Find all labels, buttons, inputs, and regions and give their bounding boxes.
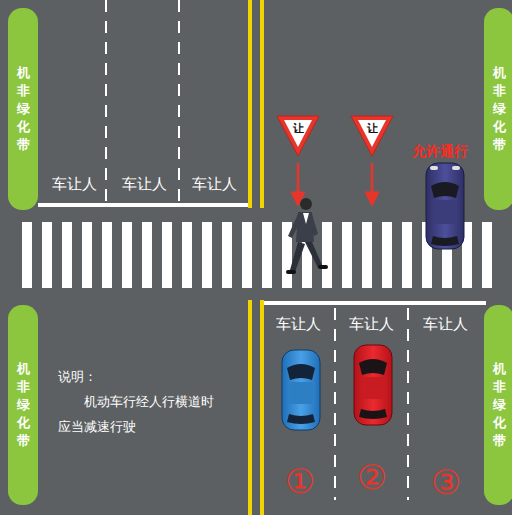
crosswalk-stripe	[142, 222, 152, 288]
crosswalk-stripe	[42, 222, 52, 288]
triangle-outline	[275, 114, 321, 158]
green-belt: 机非绿化带	[8, 305, 38, 505]
callout-number: ②	[357, 458, 387, 497]
crosswalk-stripe	[402, 222, 412, 288]
crosswalk	[22, 222, 492, 288]
permit-text: 允许通行	[412, 143, 468, 159]
lane-text: 车让人	[122, 176, 167, 193]
crosswalk-stripe	[222, 222, 232, 288]
yield-sign: 让	[349, 114, 395, 158]
note-heading: 说明：	[58, 370, 97, 385]
sign-text: 让	[275, 121, 321, 136]
sign-text: 让	[349, 121, 395, 136]
lane-text: 车让人	[52, 176, 97, 193]
callout-number: ①	[285, 462, 315, 501]
crosswalk-stripe	[202, 222, 212, 288]
crosswalk-stripe	[262, 222, 272, 288]
lane-text: 车让人	[349, 316, 394, 333]
crosswalk-stripe	[82, 222, 92, 288]
triangle-outline	[349, 114, 395, 158]
green-belt: 机非绿化带	[8, 8, 38, 210]
crosswalk-stripe	[482, 222, 492, 288]
pedestrian	[286, 198, 328, 274]
lane-dashes	[106, 0, 408, 500]
crosswalk-stripe	[242, 222, 252, 288]
green-belt: 机非绿化带	[484, 8, 512, 210]
yield-sign: 让	[275, 114, 321, 158]
green-belt: 机非绿化带	[484, 305, 512, 505]
belt-label: 机非绿化带	[493, 64, 506, 154]
red-car	[354, 345, 392, 425]
crosswalk-stripe	[182, 222, 192, 288]
crosswalk-stripe	[162, 222, 172, 288]
crosswalk-stripe	[382, 222, 392, 288]
crosswalk-stripe	[102, 222, 112, 288]
lane-text: 车让人	[423, 316, 468, 333]
crosswalk-stripe	[362, 222, 372, 288]
blue-car	[282, 350, 320, 430]
belt-label: 机非绿化带	[17, 64, 30, 154]
lane-text: 车让人	[276, 316, 321, 333]
stop-lines	[38, 203, 486, 305]
callout-number: ③	[431, 463, 461, 502]
belt-label: 机非绿化带	[493, 360, 506, 450]
crosswalk-stripe	[22, 222, 32, 288]
lane-text: 车让人	[192, 176, 237, 193]
note-text: 应当减速行驶	[58, 420, 136, 435]
crosswalk-stripe	[342, 222, 352, 288]
belt-label: 机非绿化带	[17, 360, 30, 450]
crosswalk-stripe	[322, 222, 332, 288]
note-text: 机动车行经人行横道时	[84, 395, 214, 410]
purple-car	[426, 163, 464, 249]
crosswalk-stripe	[62, 222, 72, 288]
crosswalk-stripe	[122, 222, 132, 288]
